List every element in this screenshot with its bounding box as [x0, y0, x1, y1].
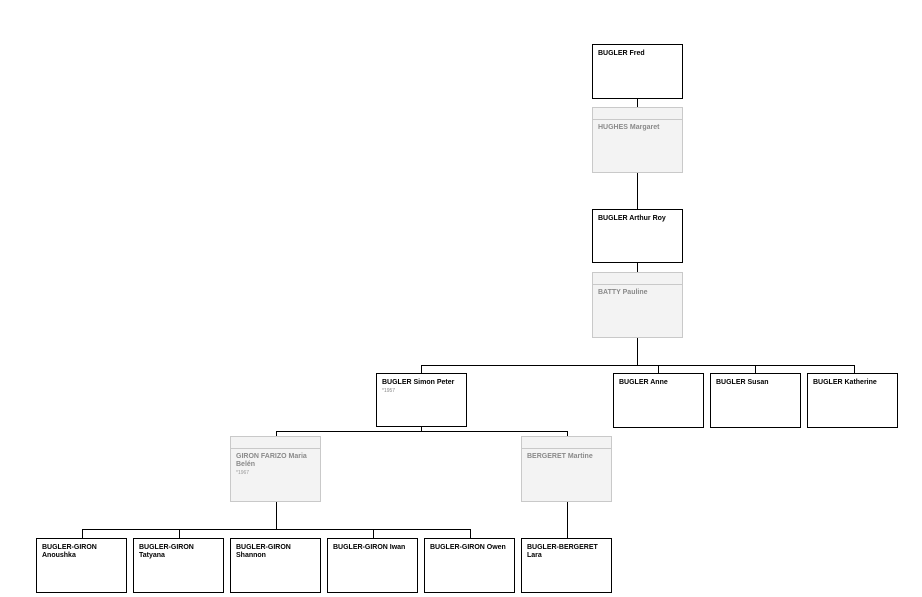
connector-line	[658, 365, 659, 373]
person-box-katherine[interactable]: BUGLER Katherine	[807, 373, 898, 428]
person-name: GIRON FARIZO Maria Belén	[236, 453, 307, 468]
person-box-pauline[interactable]: BATTY Pauline	[592, 272, 683, 338]
connector-line	[637, 338, 638, 365]
connector-line	[567, 431, 568, 436]
person-name: BUGLER-GIRON Iwan	[333, 544, 406, 551]
person-name: BUGLER-BERGERET Lara	[527, 544, 598, 559]
person-name: BUGLER Katherine	[813, 379, 877, 386]
person-name: BUGLER Arthur Roy	[598, 215, 666, 222]
person-box-anne[interactable]: BUGLER Anne	[613, 373, 704, 428]
person-name: BUGLER-GIRON Owen	[430, 544, 506, 551]
connector-line	[82, 529, 470, 530]
person-box-iwan[interactable]: BUGLER-GIRON Iwan	[327, 538, 418, 593]
connector-line	[276, 431, 568, 432]
person-birth: *1957	[382, 388, 396, 394]
person-box-tatyana[interactable]: BUGLER-GIRON Tatyana	[133, 538, 224, 593]
person-box-lara[interactable]: BUGLER-BERGERET Lara	[521, 538, 612, 593]
person-name: BUGLER-GIRON Shannon	[236, 544, 291, 559]
connector-line	[179, 529, 180, 538]
person-name: BUGLER Fred	[598, 50, 645, 57]
connector-line	[637, 99, 638, 107]
connector-line	[276, 431, 277, 436]
connector-line	[854, 365, 855, 373]
person-box-owen[interactable]: BUGLER-GIRON Owen	[424, 538, 515, 593]
connector-line	[421, 365, 855, 366]
person-name: BUGLER-GIRON Tatyana	[139, 544, 194, 559]
person-box-fred[interactable]: BUGLER Fred	[592, 44, 683, 99]
connector-line	[421, 365, 422, 373]
connector-line	[421, 427, 422, 431]
person-box-simon[interactable]: BUGLER Simon Peter *1957	[376, 373, 467, 427]
person-name: BERGERET Martine	[527, 453, 593, 460]
person-box-maria[interactable]: GIRON FARIZO Maria Belén *1967	[230, 436, 321, 502]
person-box-martine[interactable]: BERGERET Martine	[521, 436, 612, 502]
connector-line	[373, 529, 374, 538]
person-box-margaret[interactable]: HUGHES Margaret	[592, 107, 683, 173]
person-box-arthur[interactable]: BUGLER Arthur Roy	[592, 209, 683, 263]
connector-line	[567, 502, 568, 538]
connector-line	[82, 529, 83, 538]
person-name: BUGLER Simon Peter	[382, 379, 455, 386]
connector-line	[755, 365, 756, 373]
connector-line	[276, 502, 277, 529]
person-name: BATTY Pauline	[598, 289, 648, 296]
person-name: HUGHES Margaret	[598, 124, 660, 131]
connector-line	[637, 173, 638, 209]
person-name: BUGLER Susan	[716, 379, 769, 386]
connector-line	[637, 263, 638, 272]
person-box-anoushka[interactable]: BUGLER-GIRON Anoushka	[36, 538, 127, 593]
person-box-susan[interactable]: BUGLER Susan	[710, 373, 801, 428]
person-name: BUGLER-GIRON Anoushka	[42, 544, 97, 559]
person-box-shannon[interactable]: BUGLER-GIRON Shannon	[230, 538, 321, 593]
person-birth: *1967	[236, 470, 250, 476]
connector-line	[470, 529, 471, 538]
person-name: BUGLER Anne	[619, 379, 668, 386]
